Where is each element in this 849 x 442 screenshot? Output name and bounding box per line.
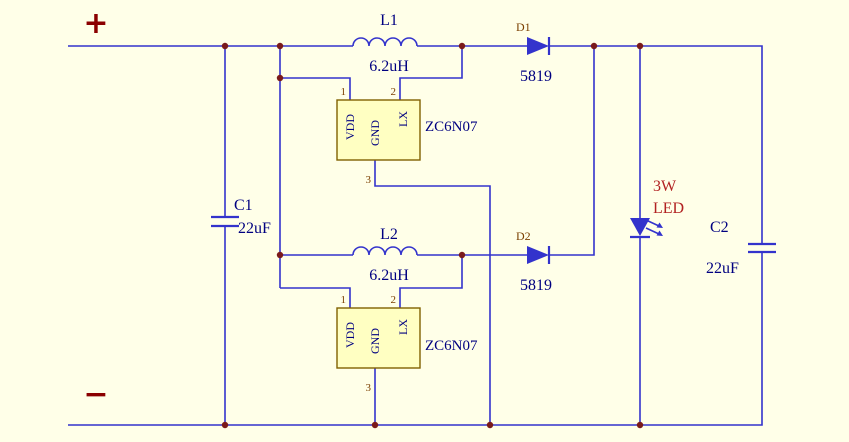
led-emission-arrow — [645, 219, 660, 227]
capacitor-C1: C1 22uF — [211, 197, 271, 237]
wire-ic2-pin1 — [280, 287, 351, 308]
wire-bottom-rail — [68, 252, 763, 426]
junction-dot — [458, 251, 466, 259]
diode-value: 5819 — [520, 68, 552, 85]
wire-output-rail — [549, 45, 763, 244]
diode-D1: D1 5819 — [516, 20, 552, 85]
pin-number-3: 3 — [366, 382, 372, 394]
ic-U2: VDD GND LX 1 2 3 ZC6N07 — [336, 294, 478, 394]
led-emission-arrowhead — [656, 230, 663, 236]
inductor-ref: L1 — [380, 12, 398, 29]
diode-ref: D1 — [516, 20, 531, 34]
junction-dot — [590, 42, 598, 50]
led-emission-arrow — [645, 227, 660, 235]
junction-dot — [458, 42, 466, 50]
inductor-value: 6.2uH — [369, 58, 409, 75]
junction-dot — [276, 251, 284, 259]
ic-part-number: ZC6N07 — [425, 119, 478, 135]
junction-dots — [221, 42, 644, 429]
ic-body — [336, 99, 421, 161]
capacitor-C2: C2 22uF — [706, 219, 776, 277]
diode-triangle — [527, 246, 549, 264]
junction-dot — [371, 421, 379, 429]
wire-ic1-pin3-gnd — [374, 160, 491, 425]
diode-triangle — [527, 37, 549, 55]
pin-number-1: 1 — [341, 294, 347, 306]
diode-value: 5819 — [520, 277, 552, 294]
led-emission-arrowhead — [656, 222, 663, 228]
junction-dot — [486, 421, 494, 429]
pin-name-vdd: VDD — [343, 114, 357, 140]
junction-dot — [636, 42, 644, 50]
ic-U1: VDD GND LX 1 2 3 ZC6N07 — [336, 86, 478, 186]
junction-dot — [636, 421, 644, 429]
led-label-name: LED — [653, 200, 684, 217]
pin-name-lx: LX — [396, 319, 410, 335]
wire-ic1-pin2-lx — [399, 46, 463, 100]
capacitor-ref: C1 — [234, 197, 253, 214]
inductor-value: 6.2uH — [369, 267, 409, 284]
junction-dot — [221, 42, 229, 50]
capacitor-value: 22uF — [238, 220, 271, 237]
wires — [68, 45, 763, 426]
pin-number-2: 2 — [391, 86, 397, 98]
capacitor-value: 22uF — [706, 260, 739, 277]
junction-dot — [276, 42, 284, 50]
pin-number-2: 2 — [391, 294, 397, 306]
ic-part-number: ZC6N07 — [425, 338, 478, 354]
capacitor-ref: C2 — [710, 219, 729, 236]
pin-number-1: 1 — [341, 86, 347, 98]
led: 3W LED — [630, 178, 684, 239]
positive-terminal-label: + — [83, 6, 108, 41]
pin-name-gnd: GND — [368, 120, 382, 146]
junction-dot — [221, 421, 229, 429]
wire-ic1-pin1 — [280, 77, 351, 100]
wire-d2-output — [549, 46, 595, 256]
led-label-power: 3W — [653, 178, 677, 195]
led-triangle — [630, 218, 650, 236]
inductor-coil — [352, 246, 418, 256]
inductor-L1: L1 6.2uH — [352, 12, 418, 75]
pin-number-3: 3 — [366, 174, 372, 186]
negative-terminal-label: − — [83, 377, 108, 412]
diode-ref: D2 — [516, 229, 531, 243]
pin-name-gnd: GND — [368, 328, 382, 354]
wire-ic2-pin2-lx — [399, 255, 463, 308]
junction-dot — [276, 74, 284, 82]
inductor-L2: L2 6.2uH — [352, 226, 418, 284]
ic-body — [336, 307, 421, 369]
inductor-coil — [352, 37, 418, 47]
diode-D2: D2 5819 — [516, 229, 552, 294]
pin-name-lx: LX — [396, 111, 410, 127]
inductor-ref: L2 — [380, 226, 398, 243]
pin-name-vdd: VDD — [343, 322, 357, 348]
